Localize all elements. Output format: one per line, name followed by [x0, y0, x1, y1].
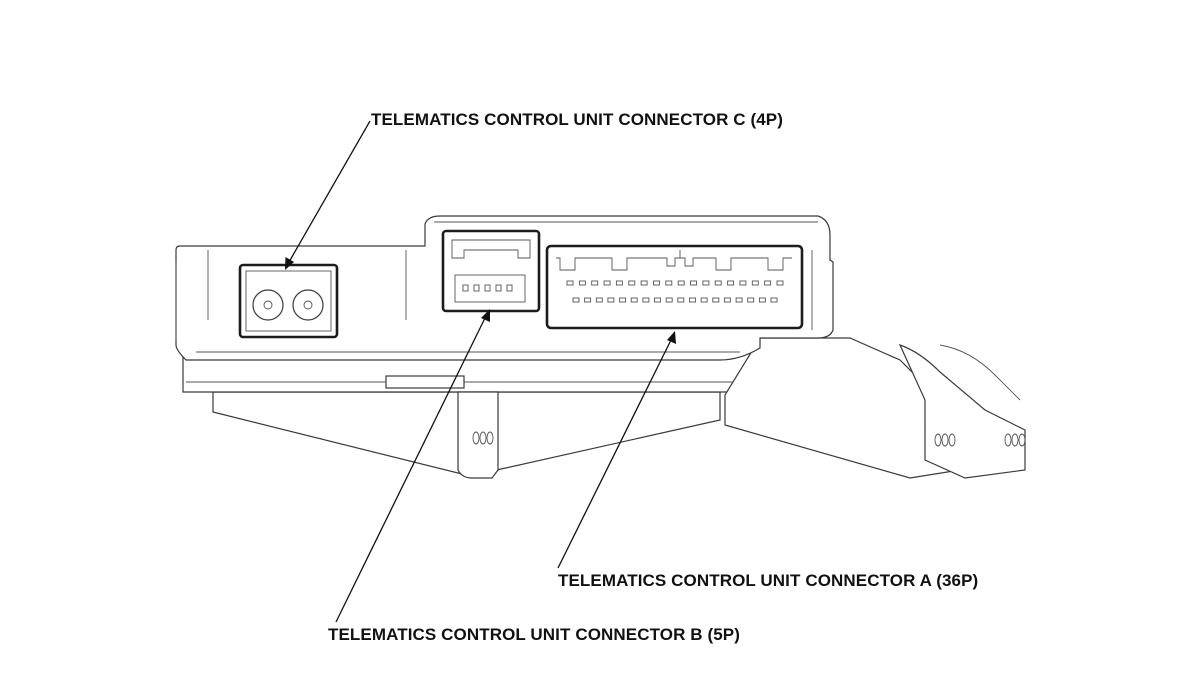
connector-b-5p	[441, 229, 541, 313]
connector-a-pin	[640, 280, 648, 286]
callout-connector-a: TELEMATICS CONTROL UNIT CONNECTOR A (36P…	[558, 571, 979, 590]
connector-a-pin	[665, 297, 673, 303]
connector-a-pin	[595, 297, 603, 303]
connector-a-pin	[578, 280, 586, 286]
connector-a-pin	[735, 297, 743, 303]
connector-a-pin	[607, 297, 615, 303]
connector-c-4p	[238, 263, 339, 339]
connector-a-pin	[712, 297, 720, 303]
left-mounting-tab	[457, 391, 499, 479]
connector-a-pin	[714, 280, 722, 286]
connector-a-pin	[700, 297, 708, 303]
connector-a-pin	[776, 280, 784, 286]
connector-a-pin	[572, 297, 580, 303]
right-mounting-bracket	[724, 337, 1026, 479]
connector-a-pin	[747, 297, 755, 303]
connector-a-pin	[619, 297, 627, 303]
connector-a-pin	[689, 297, 696, 303]
connector-a-pin	[751, 280, 759, 286]
leader-connector-a	[557, 331, 676, 569]
connector-a-pin	[566, 280, 574, 286]
connector-a-pin-row-bottom	[572, 297, 778, 303]
connector-a-pin	[677, 297, 685, 303]
connector-a-pin	[642, 297, 650, 303]
connector-a-pin	[723, 297, 731, 303]
connector-a-pin	[584, 297, 592, 303]
connector-a-pin	[739, 280, 747, 286]
connector-a-pin	[702, 280, 710, 286]
connector-a-pin-row-top	[566, 280, 784, 286]
connector-a-36p	[545, 244, 804, 330]
callout-connector-b: TELEMATICS CONTROL UNIT CONNECTOR B (5P)	[328, 625, 740, 644]
connector-a-pin	[690, 280, 697, 286]
connector-a-pin	[770, 297, 778, 303]
connector-a-pin	[615, 280, 623, 286]
connector-a-pin	[764, 280, 772, 286]
connector-a-pin	[665, 280, 673, 286]
connector-a-pin	[727, 280, 735, 286]
connector-a-pin	[603, 280, 611, 286]
leader-connector-b	[335, 309, 490, 623]
connector-a-pin	[677, 280, 685, 286]
leader-connector-c	[285, 120, 371, 270]
connector-a-pin	[758, 297, 766, 303]
connector-a-pin	[653, 280, 660, 286]
connector-a-pin	[628, 280, 636, 286]
connector-a-pin	[591, 280, 599, 286]
connector-a-pin	[654, 297, 661, 303]
connector-a-pin	[630, 297, 638, 303]
callout-connector-c: TELEMATICS CONTROL UNIT CONNECTOR C (4P)	[371, 110, 783, 129]
